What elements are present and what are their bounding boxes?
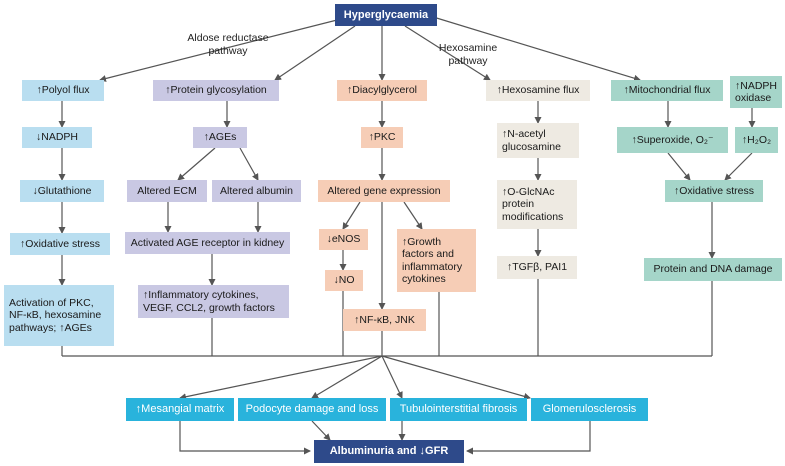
activation-box: Activation of PKC, NF-κB, hexosamine pat… — [4, 285, 114, 346]
h2o2-box: ↑H₂O₂ — [735, 127, 778, 153]
hyperglycaemia-label: Hyperglycaemia — [343, 8, 429, 21]
growth-factors-box: ↑Growth factors and inflammatory cytokin… — [397, 229, 476, 292]
polyol-flux-box: ↑Polyol flux — [22, 80, 104, 101]
tgfb-pai1-box: ↑TGFβ, PAI1 — [497, 256, 577, 279]
tubulointerstitial-fibrosis-box: Tubulointerstitial fibrosis — [390, 398, 527, 421]
superoxide-box: ↑Superoxide, O₂⁻ — [617, 127, 728, 153]
mitochondrial-flux-box: ↑Mitochondrial flux — [611, 80, 723, 101]
glomerulosclerosis-box: Glomerulosclerosis — [531, 398, 648, 421]
inflammatory-cytokines-box: ↑Inflammatory cytokines, VEGF, CCL2, gro… — [138, 285, 289, 318]
nfkb-jnk-box: ↑NF-κB, JNK — [343, 309, 426, 331]
age-receptor-box: Activated AGE receptor in kidney — [125, 232, 290, 254]
altered-gene-expression-box: Altered gene expression — [318, 180, 450, 202]
nadph-box: ↓NADPH — [22, 127, 92, 148]
albuminuria-gfr-box: Albuminuria and ↓GFR — [314, 440, 464, 463]
pkc-box: ↑PKC — [361, 127, 403, 148]
o-glcnac-box: ↑O-GlcNAc protein modifications — [497, 180, 577, 229]
aldose-pathway-label: Aldose reductase pathway — [187, 32, 269, 57]
protein-dna-damage-box: Protein and DNA damage — [644, 258, 782, 281]
hexosamine-pathway-label: Hexosamine pathway — [438, 42, 498, 67]
glutathione-box: ↓Glutathione — [20, 180, 104, 202]
altered-ecm-box: Altered ECM — [127, 180, 207, 202]
n-acetyl-glucosamine-box: ↑N-acetyl glucosamine — [497, 123, 579, 158]
no-box: ↓NO — [325, 270, 363, 291]
diacylglycerol-box: ↑Diacylglycerol — [337, 80, 427, 101]
ages-box: ↑AGEs — [193, 127, 247, 148]
protein-glycosylation-box: ↑Protein glycosylation — [153, 80, 279, 101]
mesangial-matrix-box: ↑Mesangial matrix — [126, 398, 234, 421]
hyperglycaemia-node: Hyperglycaemia — [335, 4, 437, 26]
oxidative-stress-box-1: ↑Oxidative stress — [10, 233, 110, 255]
enos-box: ↓eNOS — [319, 229, 368, 250]
altered-albumin-box: Altered albumin — [212, 180, 301, 202]
oxidative-stress-box-2: ↑Oxidative stress — [665, 180, 763, 202]
podocyte-damage-box: Podocyte damage and loss — [238, 398, 386, 421]
hexosamine-flux-box: ↑Hexosamine flux — [486, 80, 590, 101]
nadph-oxidase-box: ↑NADPH oxidase — [730, 76, 782, 108]
